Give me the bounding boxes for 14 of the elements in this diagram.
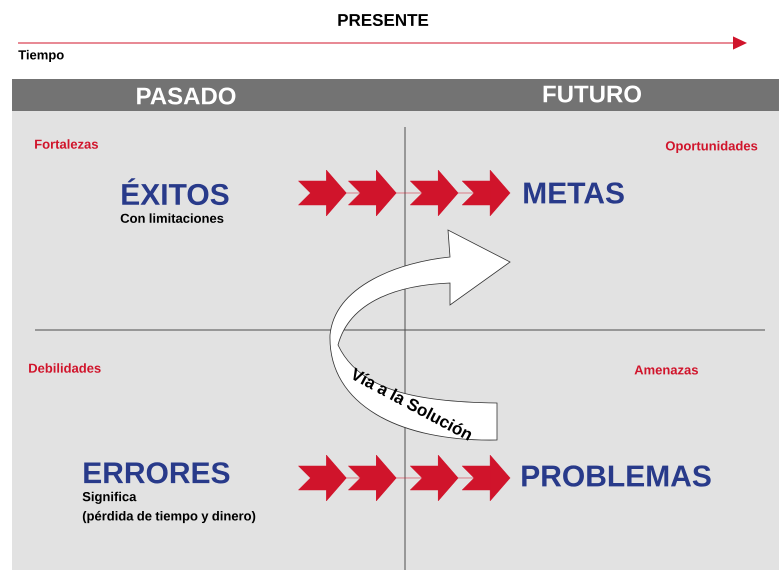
label-text: Oportunidades <box>666 140 758 154</box>
chevron-arrow-row <box>298 454 510 502</box>
quadrant-entry: ERRORES Significa (pérdida de tiempo y dinero) <box>82 462 256 524</box>
label-text: Debilidades <box>29 363 101 373</box>
chevron-arrow-row <box>298 170 510 216</box>
label-text: FUTURO <box>544 86 641 102</box>
quadrant-entry: PROBLEMAS <box>522 465 711 487</box>
label-text: Tiempo <box>18 50 64 62</box>
label-text: Amenazas <box>634 365 698 375</box>
quadrant-entry: METAS <box>524 182 624 204</box>
label-text: PRESENTE <box>338 14 428 26</box>
label-text: PASADO <box>137 88 236 104</box>
quadrant-entry: ÉXITOS Con limitaciones <box>120 178 229 223</box>
label-text: Fortalezas <box>35 139 98 149</box>
